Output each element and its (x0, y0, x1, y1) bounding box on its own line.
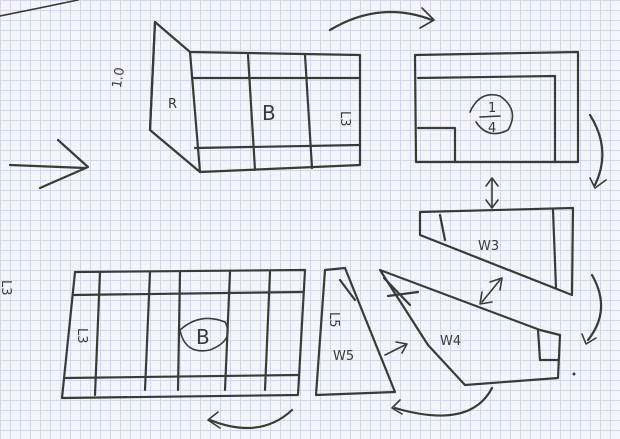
corner-curve (0, 0, 78, 16)
panel1-right-label: L3 (337, 111, 352, 127)
curved-arrow-icon (330, 8, 434, 30)
panel3-label: W3 (478, 239, 499, 254)
panel1-left-label: R (168, 97, 177, 112)
margin-label-top: 1.0 (110, 66, 128, 89)
panel2-fraction-top: 1 (488, 101, 496, 116)
panel-square-frame (415, 52, 578, 162)
panel-wedge-w5 (316, 268, 395, 395)
panel6-label: W4 (440, 334, 461, 349)
panel4-center-label: B (196, 325, 210, 349)
bottom-left-arrow-icon (208, 410, 292, 428)
margin-label-left: L3 (0, 280, 13, 296)
fraction-bar (480, 116, 500, 117)
panel1-center-label: B (262, 101, 276, 125)
right-curved-arrow-icon (590, 115, 606, 188)
panel-large-grid (62, 270, 305, 398)
panel4-left-label: L3 (74, 328, 89, 344)
left-arrow-icon (10, 140, 88, 188)
right-lower-arrow-icon (582, 275, 601, 344)
panel-wedge-w4 (380, 270, 560, 385)
panel5-top-label: L5 (326, 312, 341, 328)
diagonal-double-arrow-icon (480, 278, 502, 304)
panel2-fraction-bottom: 4 (488, 121, 496, 136)
panel-folded-cover (150, 22, 360, 172)
double-arrow-icon (486, 178, 498, 208)
pencil-dot (573, 373, 576, 376)
bottom-right-arrow-icon (392, 388, 492, 416)
panel5-bottom-label: W5 (333, 349, 354, 364)
small-double-arrow-icon (385, 342, 407, 355)
